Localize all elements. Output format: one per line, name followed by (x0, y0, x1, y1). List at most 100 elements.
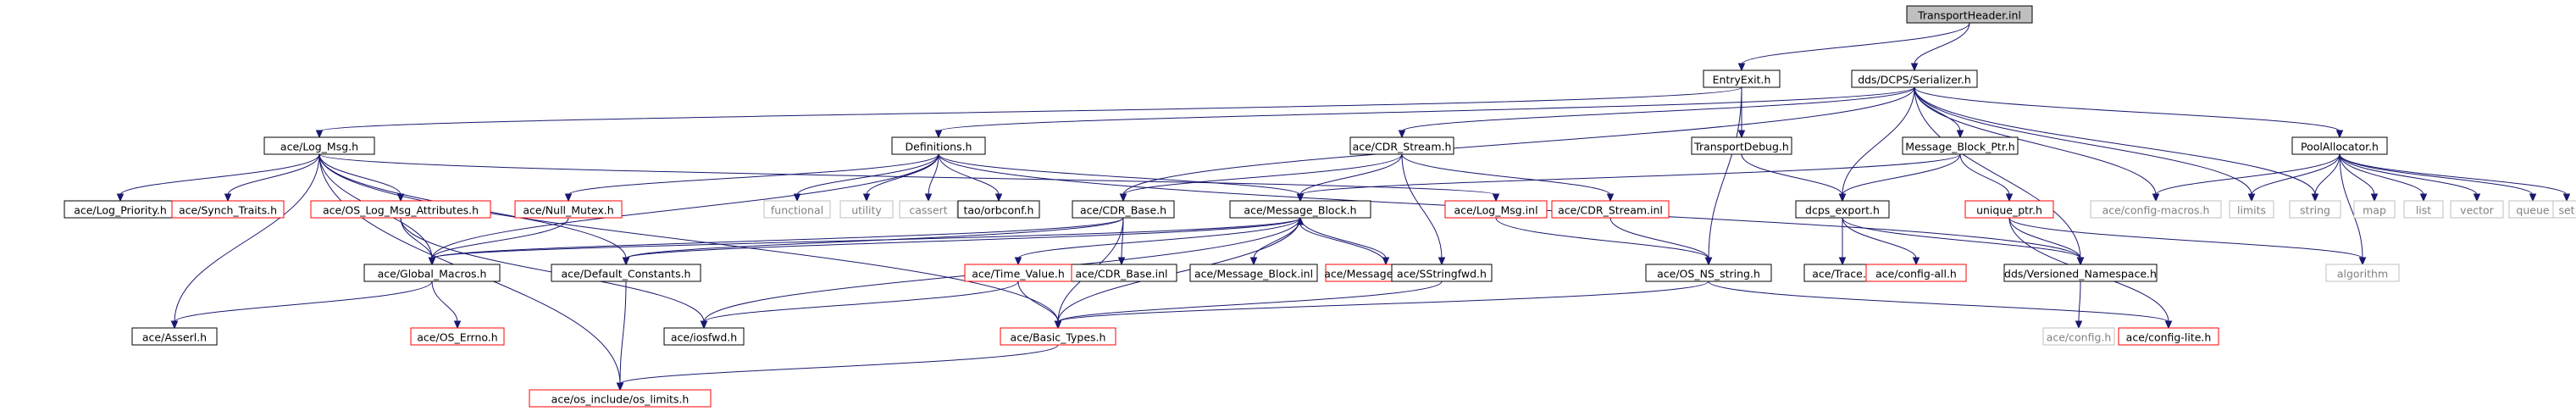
node-transportheader-inl[interactable]: TransportHeader.inl (1906, 5, 2033, 24)
node-ace-default-constants-h[interactable]: ace/Default_Constants.h (551, 264, 701, 282)
edge-n6-to-n21 (1741, 153, 1847, 203)
node-ace-time-value-h[interactable]: ace/Time_Value.h (964, 264, 1072, 282)
node-definitions-h[interactable]: Definitions.h (891, 136, 986, 155)
node-poolallocator-h[interactable]: PoolAllocator.h (2291, 136, 2388, 155)
edge-n8-to-n26 (2339, 153, 2379, 203)
node-ace-global-macros-h[interactable]: ace/Global_Macros.h (363, 264, 501, 282)
edge-n2-to-n5 (1398, 86, 1915, 139)
edge-n2-to-n7 (1914, 86, 1964, 139)
node-label: ace/OS_Errno.h (417, 331, 497, 344)
edge-n8-to-n24 (2247, 153, 2341, 203)
node-ace-config-lite-h[interactable]: ace/config-lite.h (2118, 327, 2219, 346)
edge-n3-to-n19 (319, 153, 1500, 203)
node-ace-cdr-base-h[interactable]: ace/CDR_Base.h (1072, 200, 1175, 219)
edge-n22-to-n41 (2008, 217, 2085, 266)
node-label: utility (851, 204, 882, 217)
node-ace-config-h: ace/config.h (2042, 327, 2115, 346)
node-label: ace/config-all.h (1875, 268, 1957, 280)
node-label: Definitions.h (906, 141, 972, 153)
edge-n34-to-n45 (700, 280, 1019, 330)
node-label: ace/CDR_Stream.inl (1558, 204, 1663, 217)
edge-n18-to-n34 (1014, 217, 1301, 266)
node-label: ace/Null_Mutex.h (523, 204, 613, 217)
node-label: limits (2237, 204, 2266, 217)
node-label: ace/OS_NS_string.h (1657, 268, 1760, 280)
node-transportdebug-h[interactable]: TransportDebug.h (1691, 136, 1792, 155)
node-label: ace/os_include/os_limits.h (551, 393, 690, 406)
node-set: set (2552, 200, 2576, 219)
node-message-block-ptr-h[interactable]: Message_Block_Ptr.h (1902, 136, 2019, 155)
edge-n21-to-n39 (1838, 217, 1847, 266)
node-label: dds/DCPS/Serializer.h (1858, 74, 1971, 86)
node-dds-versioned-namespace-h[interactable]: dds/Versioned_Namespace.h (2003, 264, 2158, 282)
edge-n8-to-n25 (2311, 153, 2341, 203)
node-ace-os-log-msg-attributes-h[interactable]: ace/OS_Log_Msg_Attributes.h (310, 200, 491, 219)
node-label: unique_ptr.h (1976, 204, 2042, 217)
node-label: ace/config-lite.h (2126, 331, 2212, 344)
node-ace-trace-h[interactable]: ace/Trace.h (1803, 264, 1881, 282)
node-algorithm: algorithm (2325, 264, 2400, 282)
node-label: ace/Message_Block.inl (1194, 268, 1313, 280)
node-label: ace/Message_Block.h (1244, 204, 1356, 217)
node-ace-config-all-h[interactable]: ace/config-all.h (1865, 264, 1967, 282)
edge-n7-to-n18 (1296, 153, 1961, 203)
node-label: TransportDebug.h (1693, 141, 1789, 153)
node-ace-basic-types-h[interactable]: ace/Basic_Types.h (1000, 327, 1116, 346)
node-ace-asserl-h[interactable]: ace/Asserl.h (131, 327, 218, 346)
node-ace-cdr-base-inl[interactable]: ace/CDR_Base.inl (1066, 264, 1177, 282)
node-ace-os-errno-h[interactable]: ace/OS_Errno.h (410, 327, 505, 346)
node-ace-log-msg-h[interactable]: ace/Log_Msg.h (263, 136, 375, 155)
node-ace-null-mutex-h[interactable]: ace/Null_Mutex.h (514, 200, 623, 219)
node-dcps-export-h[interactable]: dcps_export.h (1795, 200, 1890, 219)
node-unique-ptr-h[interactable]: unique_ptr.h (1964, 200, 2054, 219)
edge-n7-to-n21 (1838, 153, 1961, 203)
node-label: cassert (909, 204, 947, 217)
node-label: ace/Asserl.h (142, 331, 207, 344)
node-limits: limits (2229, 200, 2274, 219)
node-label: ace/Default_Constants.h (562, 268, 691, 280)
node-string: string (2289, 200, 2341, 219)
node-ace-synch-traits-h[interactable]: ace/Synch_Traits.h (171, 200, 285, 219)
node-label: ace/Trace.h (1812, 268, 1873, 280)
edge-n12-to-n31 (428, 217, 569, 266)
node-ace-message-block-h[interactable]: ace/Message_Block.h (1229, 200, 1371, 219)
node-cassert: cassert (899, 200, 958, 219)
node-tao-orbconf-h[interactable]: tao/orbconf.h (957, 200, 1040, 219)
edge-n37-to-n46 (1054, 280, 1443, 330)
node-ace-log-msg-inl[interactable]: ace/Log_Msg.inl (1444, 200, 1548, 219)
edge-n8-to-n28 (2339, 153, 2481, 203)
edge-n36-to-n18 (1296, 216, 1387, 265)
edge-n31-to-n43 (170, 280, 433, 330)
node-label: ace/CDR_Base.h (1080, 204, 1166, 217)
node-label: ace/Synch_Traits.h (179, 204, 277, 217)
edge-n3-to-n43 (170, 153, 320, 330)
node-ace-os-ns-string-h[interactable]: ace/OS_NS_string.h (1645, 264, 1772, 282)
edge-n8-to-n29 (2339, 153, 2537, 203)
node-list: list (2403, 200, 2444, 219)
node-ace-cdr-stream-inl[interactable]: ace/CDR_Stream.inl (1551, 200, 1670, 219)
node-entryexit-h[interactable]: EntryExit.h (1703, 69, 1781, 88)
node-ace-sstringfwd-h[interactable]: ace/SStringfwd.h (1391, 264, 1493, 282)
node-label: ace/Log_Msg.inl (1454, 204, 1537, 217)
node-ace-iosfwd-h[interactable]: ace/iosfwd.h (663, 327, 745, 346)
node-label: Message_Block_Ptr.h (1905, 141, 2014, 153)
edge-n18-to-n36 (1299, 217, 1390, 266)
edge-n5-to-n17 (1119, 153, 1403, 203)
node-label: set (2558, 204, 2574, 217)
edge-n22-to-n42 (2008, 217, 2367, 266)
node-label: ace/OS_Log_Msg_Attributes.h (323, 204, 479, 217)
node-dds-dcps-serializer-h[interactable]: dds/DCPS/Serializer.h (1851, 69, 1978, 88)
node-ace-log-priority-h[interactable]: ace/Log_Priority.h (64, 200, 177, 219)
edge-n31-to-n44 (431, 280, 462, 330)
node-label: map (2363, 204, 2386, 217)
node-ace-cdr-stream-h[interactable]: ace/CDR_Stream.h (1349, 136, 1454, 155)
edge-n0-to-n2 (1910, 22, 1970, 72)
edge-n4-to-n13 (793, 153, 939, 203)
edge-n3-to-n10 (224, 153, 320, 203)
edge-n1-to-n3 (315, 86, 1742, 139)
node-ace-os-include-os-limits-h[interactable]: ace/os_include/os_limits.h (529, 389, 712, 408)
node-label: ace/Time_Value.h (972, 268, 1065, 280)
node-ace-message-block-inl[interactable]: ace/Message_Block.inl (1189, 264, 1318, 282)
edge-n46-to-n49 (616, 344, 1059, 392)
node-utility: utility (839, 200, 894, 219)
